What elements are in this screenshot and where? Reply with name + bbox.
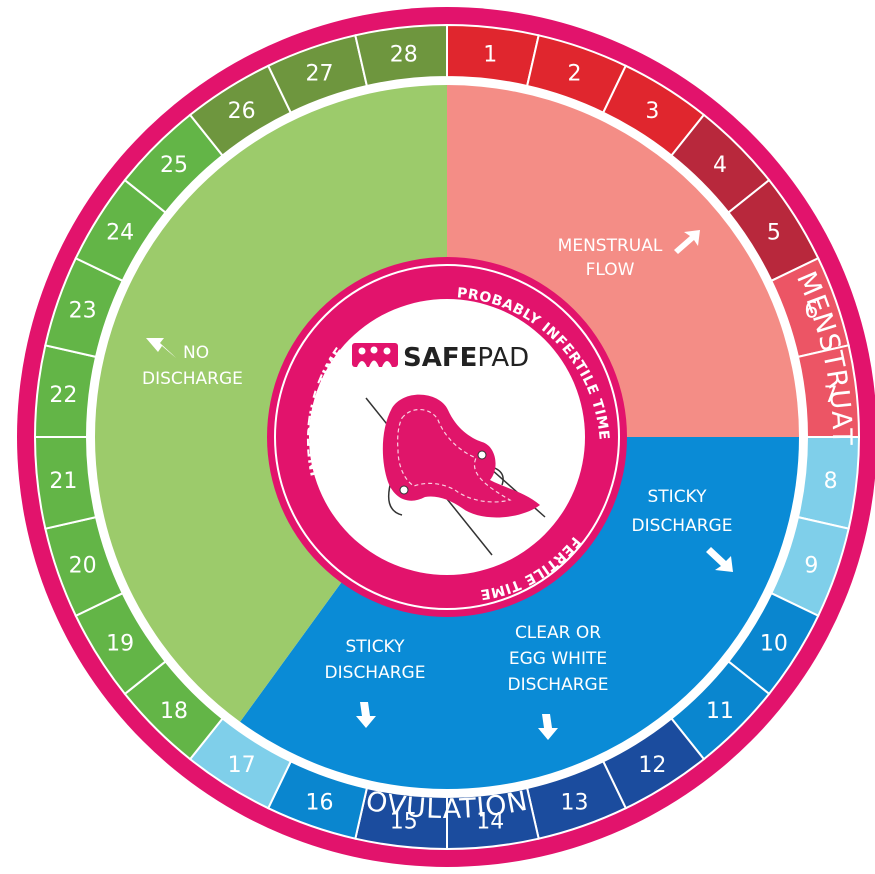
day-label-12: 12 [638, 753, 666, 778]
day-label-22: 22 [49, 383, 77, 408]
day-label-4: 4 [713, 153, 727, 178]
svg-text:STICKY: STICKY [648, 487, 708, 507]
day-label-27: 27 [306, 62, 334, 87]
arrow-up-left-icon [146, 338, 176, 358]
svg-text:CLEAR OR: CLEAR OR [515, 623, 601, 643]
day-label-11: 11 [706, 699, 734, 724]
inner-white-line [274, 264, 620, 610]
arrow-down-icon [356, 702, 376, 728]
day-label-21: 21 [49, 469, 77, 494]
safepad-logo: SAFEPAD [352, 343, 529, 373]
logo-people-icon [352, 343, 398, 367]
day-label-24: 24 [106, 221, 134, 246]
pad-shape [382, 394, 540, 518]
day-segment-28 [354, 23, 448, 88]
day-label-14: 14 [476, 810, 504, 835]
day-label-6: 6 [804, 299, 818, 324]
day-label-1: 1 [483, 42, 497, 67]
note-clear-discharge: CLEAR OR EGG WHITE DISCHARGE [508, 623, 609, 740]
day-label-23: 23 [69, 299, 97, 324]
svg-text:DISCHARGE: DISCHARGE [508, 675, 609, 695]
day-label-15: 15 [390, 810, 418, 835]
note-no-discharge: NO DISCHARGE [142, 338, 243, 389]
day-label-26: 26 [228, 99, 256, 124]
day-label-28: 28 [390, 42, 418, 67]
note-sticky-discharge-bottom: STICKY DISCHARGE [325, 637, 426, 728]
svg-text:STICKY: STICKY [346, 637, 406, 657]
svg-text:DISCHARGE: DISCHARGE [142, 369, 243, 389]
svg-text:DISCHARGE: DISCHARGE [632, 516, 733, 536]
day-label-9: 9 [804, 553, 818, 578]
day-label-20: 20 [69, 553, 97, 578]
pad-illustration [365, 394, 546, 556]
arrow-up-right-icon [674, 230, 700, 254]
svg-text:FLOW: FLOW [586, 260, 635, 280]
day-labels: 1234567891011121314151617181920212223242… [49, 42, 837, 834]
note-sticky-discharge-right: STICKY DISCHARGE [632, 487, 733, 572]
day-label-16: 16 [306, 790, 334, 815]
day-label-3: 3 [645, 99, 659, 124]
svg-text:EGG WHITE: EGG WHITE [509, 649, 607, 669]
svg-text:MENSTRUAL: MENSTRUAL [558, 236, 663, 256]
day-label-10: 10 [760, 631, 788, 656]
day-label-25: 25 [160, 153, 188, 178]
day-segments [33, 23, 861, 851]
day-label-13: 13 [560, 790, 588, 815]
day-label-7: 7 [824, 383, 838, 408]
arrow-down-right-icon [706, 547, 733, 572]
logo-text: SAFEPAD [403, 343, 529, 373]
svg-text:NO: NO [183, 343, 209, 363]
day-label-5: 5 [767, 221, 781, 246]
arrow-down-icon [538, 714, 558, 740]
day-label-18: 18 [160, 699, 188, 724]
day-label-19: 19 [106, 631, 134, 656]
day-label-17: 17 [228, 753, 256, 778]
note-menstrual-flow: MENSTRUAL FLOW [558, 230, 700, 280]
day-label-2: 2 [567, 62, 581, 87]
fertile-discharge-zone [240, 437, 799, 790]
svg-text:DISCHARGE: DISCHARGE [325, 663, 426, 683]
day-label-8: 8 [824, 469, 838, 494]
